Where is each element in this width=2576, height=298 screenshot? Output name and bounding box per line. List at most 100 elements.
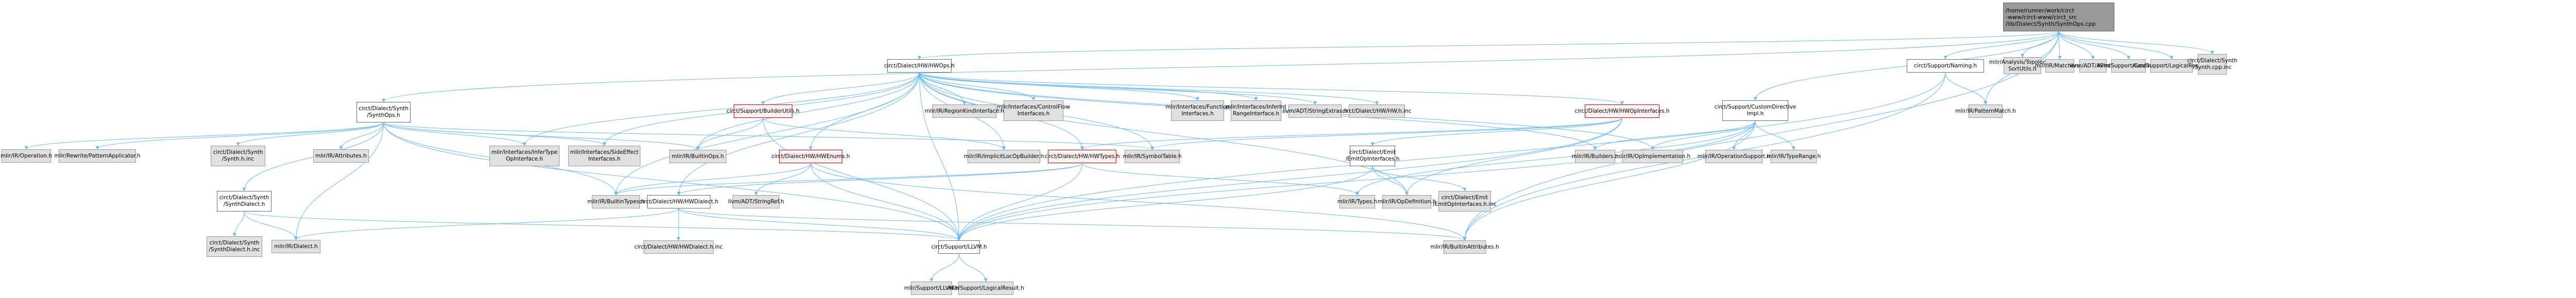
graph-node-typerange-h: mlir/IR/TypeRange.h — [1767, 150, 1821, 163]
graph-node-synthdialect-h[interactable]: circt/Dialect/Synth /SynthDialect.h — [217, 191, 272, 212]
edge-hwops-h-to-opimpl-h — [919, 72, 1655, 150]
graph-node-builtintypes-h: mlir/IR/BuiltinTypes.h — [587, 195, 645, 208]
graph-node-mlirlogical-h: mlir/Support/LogicalResult.h — [947, 282, 1024, 295]
edge-hwops-h-to-hwhinc — [919, 72, 1379, 105]
edge-root-to-hwops-h — [918, 31, 2059, 60]
graph-node-attributes-h: mlir/IR/Attributes.h — [313, 149, 369, 163]
edge-hwops-h-to-builtintypes-h — [614, 72, 920, 196]
graph-node-implicitloc-h: mlir/IR/ImplicitLocOpBuilder.h — [964, 150, 1044, 163]
edge-customdir-h-to-builders-h — [1593, 120, 1756, 150]
edge-synthdialect-h-to-dialect-h — [244, 211, 298, 240]
graph-node-opsupport-h: mlir/IR/OperationSupport.h — [1698, 150, 1770, 163]
graph-node-controlflow-h: mlir/Interfaces/ControlFlow Interfaces.h — [997, 100, 1070, 121]
graph-node-naming-h[interactable]: circt/Support/Naming.h — [1907, 59, 1984, 73]
graph-node-circtllvm-h[interactable]: circt/Support/LLVM.h — [931, 240, 987, 254]
graph-node-regionkind-h: mlir/IR/RegionKindInterface.h — [925, 104, 1004, 118]
edge-hwops-h-to-hwopinterfaces-h — [919, 72, 1624, 105]
edge-hwdialect-h-to-dialect-h — [294, 208, 679, 240]
graph-node-customdir-h[interactable]: circt/Support/CustomDirective Impl.h — [1715, 100, 1796, 121]
edge-hwdialect-h-to-builtinattrs-h — [679, 208, 1467, 241]
edge-hwops-h-to-circtllvm-h — [919, 72, 961, 241]
edge-synthops-h-to-dialect-h — [294, 122, 384, 240]
graph-node-hwenums-h[interactable]: circt/Dialect/HW/HWEnums.h — [771, 150, 850, 163]
edge-customdir-h-to-types-h — [1355, 120, 1756, 196]
edge-circtllvm-h-to-mlirllvm-h — [929, 253, 959, 282]
edge-hwops-h-to-hwtypes-h — [919, 72, 1084, 150]
graph-node-hwdialect-h[interactable]: circt/Dialect/HW/HWDialect.h — [639, 195, 718, 208]
edge-synthdialect-h-to-synthdialectinc — [232, 211, 245, 237]
edge-synthops-h-to-builtinops-h — [383, 122, 700, 150]
edge-hwtypes-h-to-types-h — [1082, 163, 1359, 196]
graph-node-root[interactable]: /home/runner/work/circt -www/circt-www/c… — [2003, 3, 2114, 31]
edge-synthops-h-to-patternapp-h — [95, 122, 384, 150]
edge-root-to-apint-h — [2058, 31, 2095, 60]
edge-hwenums-h-to-builtintypes-h — [614, 163, 811, 196]
graph-node-apint-h: llvm/ADT/APInt.h — [2070, 59, 2116, 73]
edge-builderutils-h-to-circtllvm-h — [762, 117, 961, 241]
graph-node-symboltable-h: mlir/IR/SymbolTable.h — [1123, 150, 1182, 163]
graph-node-topo-h: mlir/Analysis/Topological SortUtils.h — [1989, 57, 2056, 74]
graph-node-types-h: mlir/IR/Types.h — [1337, 195, 1377, 208]
graph-node-mlirllvm-h: mlir/Support/LLVM.h — [904, 282, 959, 295]
edge-root-to-synthops-h — [382, 31, 2059, 102]
edge-builderutils-h-to-builtinops-h — [696, 117, 764, 150]
edge-synthops-h-to-synthhinc — [236, 122, 384, 146]
edge-circtllvm-h-to-mlirlogical-h — [959, 253, 988, 282]
edge-hwops-h-to-function-h — [919, 72, 1199, 101]
edge-hwdialect-h-to-circtllvm-h — [679, 208, 961, 241]
edge-hwops-h-to-builtinops-h — [696, 72, 920, 150]
edge-customdir-h-to-circtllvm-h — [957, 120, 1756, 241]
graph-node-emitopinterfaces-h[interactable]: circt/Dialect/Emit /EmitOpInterfaces.h — [1346, 146, 1399, 166]
edge-hwops-h-to-regionkind-h — [919, 72, 967, 105]
edge-hwops-h-to-opdef-h — [919, 72, 1409, 196]
edge-hwops-h-to-hwdialect-h — [677, 72, 920, 196]
edge-naming-h-to-builtinattrs-h — [1463, 72, 1946, 241]
edge-naming-h-to-circtllvm-h — [957, 72, 1946, 241]
graph-node-operation-h: mlir/IR/Operation.h — [1, 149, 52, 163]
edge-hwtypes-h-to-hwdialect-h — [677, 163, 1082, 196]
edge-synthops-h-to-circtllvm-h — [383, 122, 961, 241]
graph-node-function-h: mlir/Interfaces/Function Interfaces.h — [1165, 100, 1230, 121]
edge-builderutils-h-to-implicitloc-h — [762, 117, 1006, 150]
graph-node-stringref-h: llvm/ADT/StringRef.h — [728, 195, 784, 208]
graph-node-synthops-h[interactable]: circt/Dialect/Synth /SynthOps.h — [357, 102, 411, 122]
edge-hwtypes-h-to-circtllvm-h — [957, 163, 1082, 241]
graph-node-opdef-h: mlir/IR/OpDefinition.h — [1378, 195, 1436, 208]
graph-node-synthcppinc: circt/Dialect/Synth /Synth.cpp.inc — [2188, 54, 2237, 75]
edge-hwops-h-to-builderutils-h — [761, 72, 920, 105]
edge-synthops-h-to-attributes-h — [339, 122, 384, 150]
edge-root-to-topo-h — [2021, 31, 2059, 58]
edge-hwopinterfaces-h-to-opdef-h — [1405, 117, 1622, 196]
edge-hwopinterfaces-h-to-symboltable-h — [1150, 117, 1622, 150]
edge-naming-h-to-patternmatch-h — [1945, 72, 1988, 105]
graph-node-hwops-h[interactable]: circt/Dialect/HW/HWOps.h — [884, 59, 955, 73]
graph-node-hwopinterfaces-h[interactable]: circt/Dialect/HW/HWOpInterfaces.h — [1575, 104, 1669, 118]
graph-node-hwdialectinc: circt/Dialect/HW/HWDialect.h.inc — [634, 240, 723, 254]
graph-node-synthdialectinc: circt/Dialect/Synth /SynthDialect.h.inc — [207, 236, 262, 257]
edge-root-to-matchers-h — [2058, 31, 2062, 60]
graph-node-synthhinc: circt/Dialect/Synth /Synth.h.inc — [211, 146, 265, 166]
edge-root-to-synthcppinc — [2058, 31, 2214, 55]
edge-emitopinterfaces-h-to-circtllvm-h — [957, 166, 1373, 241]
graph-node-llvmlogical-h: llvm/Support/LogicalResult.h — [2133, 59, 2210, 73]
graph-node-emitopinc: circt/Dialect/Emit /EmitOpInterfaces.h.i… — [1433, 191, 1497, 212]
graph-node-matchers-h: mlir/IR/Matchers.h — [2035, 59, 2084, 73]
edge-customdir-h-to-builtinattrs-h — [1463, 120, 1756, 241]
edge-synthops-h-to-infertype-h — [383, 122, 527, 146]
edge-hwenums-h-to-stringref-h — [754, 163, 811, 196]
edge-synthops-h-to-operation-h — [24, 122, 384, 150]
graph-node-hwhinc: circt/Dialect/HW/HW.h.inc — [1343, 104, 1412, 118]
edge-emitopinterfaces-h-to-emitopinc — [1372, 166, 1467, 191]
edge-synthdialect-h-to-circtllvm-h — [244, 211, 961, 241]
graph-node-opimpl-h: mlir/IR/OpImplementation.h — [1615, 150, 1690, 163]
graph-node-builderutils-h[interactable]: circt/Support/BuilderUtils.h — [726, 104, 800, 118]
graph-node-patternmatch-h: mlir/IR/PatternMatch.h — [1955, 104, 2016, 118]
edge-hwopinterfaces-h-to-emitopinterfaces-h — [1370, 117, 1622, 146]
graph-node-stringextras-h: llvm/ADT/StringExtras.h — [1283, 104, 1347, 118]
edge-hwops-h-to-stringextras-h — [919, 72, 1317, 105]
graph-node-hwtypes-h[interactable]: circt/Dialect/HW/HWTypes.h — [1044, 150, 1120, 163]
edge-hwenums-h-to-circtllvm-h — [810, 163, 961, 241]
graph-node-infertype-h: mlir/Interfaces/InferType OpInterface.h — [489, 146, 560, 166]
graph-node-dialect-h: mlir/IR/Dialect.h — [272, 240, 320, 253]
